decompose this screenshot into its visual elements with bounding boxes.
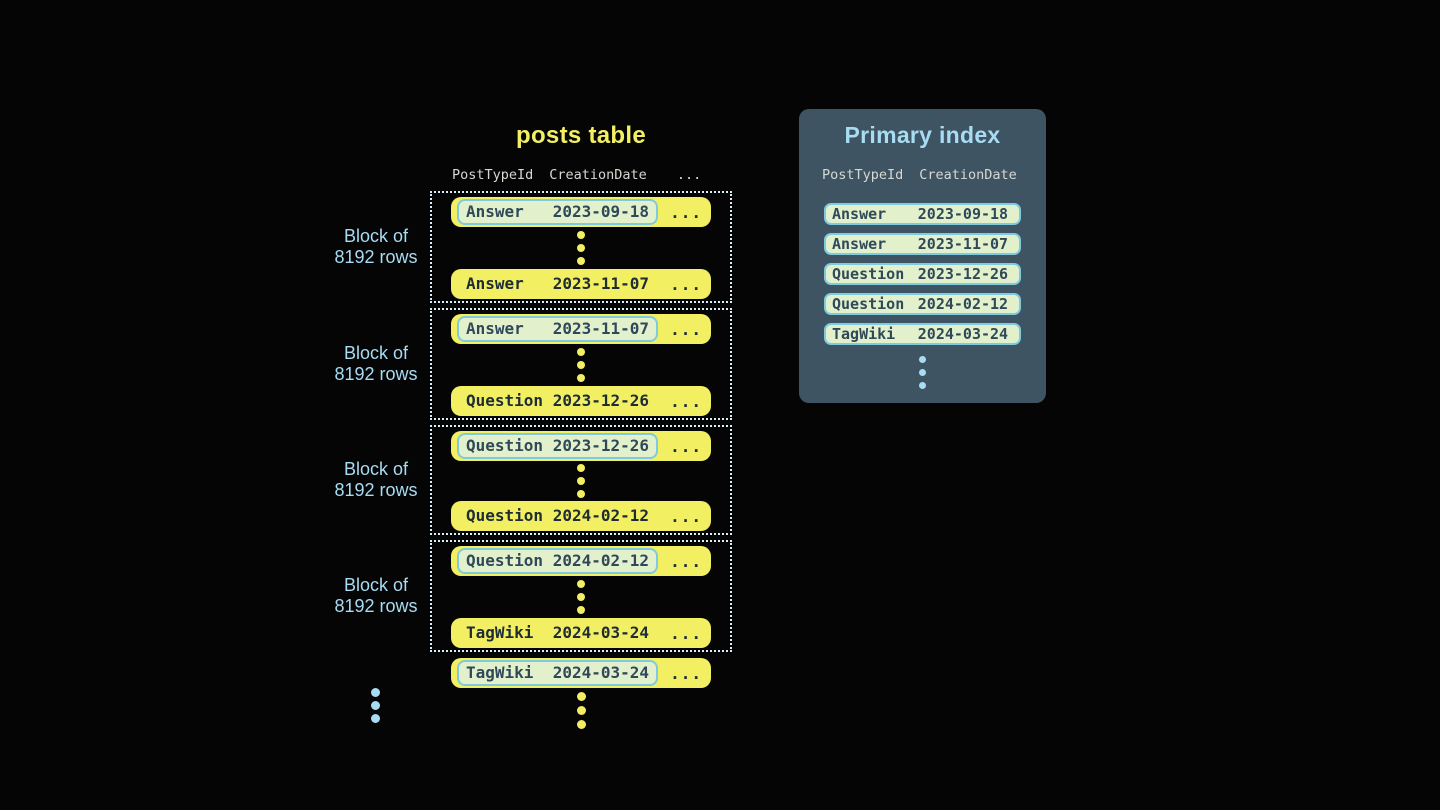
index-posttypeid: Answer — [832, 235, 887, 253]
row-block-4: Question 2024-02-12 ... TagWiki 2024-03-24… — [430, 540, 732, 652]
index-creationdate: 2024-02-12 — [917, 295, 1009, 313]
block-label-2: Block of 8192 rows — [306, 308, 446, 420]
hidden-rows-dots-icon — [577, 580, 585, 614]
column-header-creationdate: CreationDate — [549, 167, 647, 183]
index-entry: Question 2023-12-26 — [824, 263, 1021, 285]
row-posttypeid: Question — [466, 506, 544, 525]
block-label-4: Block of 8192 rows — [306, 540, 446, 652]
primary-index-panel: Primary index PostTypeId CreationDate An… — [799, 109, 1046, 403]
row-ellipsis: ... — [670, 663, 702, 683]
indexed-key-highlight: TagWiki 2024-03-24 — [457, 660, 659, 686]
table-row: Answer 2023-09-18 ... — [451, 197, 711, 227]
row-ellipsis: ... — [670, 202, 702, 222]
block-label-line2: 8192 rows — [334, 364, 418, 384]
row-creationdate: 2023-09-18 — [552, 202, 650, 221]
table-row: Question 2024-02-12 ... — [451, 546, 711, 576]
table-row-next-block: TagWiki 2024-03-24 ... — [451, 658, 711, 688]
index-creationdate: 2023-12-26 — [917, 265, 1009, 283]
index-posttypeid: Question — [832, 265, 905, 283]
block-label-line2: 8192 rows — [334, 480, 418, 500]
block-label-line1: Block of — [343, 575, 409, 595]
block-label-line2: 8192 rows — [334, 596, 418, 616]
row-block-2: Answer 2023-11-07 ... Question 2023-12-26 … — [430, 308, 732, 420]
row-posttypeid: TagWiki — [466, 623, 534, 642]
hidden-rows-dots-icon — [577, 348, 585, 382]
row-ellipsis: ... — [670, 391, 702, 411]
index-entry: Answer 2023-09-18 — [824, 203, 1021, 225]
row-creationdate: 2024-02-12 — [552, 506, 650, 525]
table-row: Question 2024-02-12 ... — [451, 501, 711, 531]
hidden-rows-dots-icon — [577, 464, 585, 498]
table-row: Question 2023-12-26 ... — [451, 431, 711, 461]
row-creationdate: 2024-03-24 — [552, 623, 650, 642]
index-header-posttypeid: PostTypeId — [822, 167, 904, 183]
index-posttypeid: TagWiki — [832, 325, 896, 343]
row-posttypeid: Question — [466, 391, 544, 410]
column-header-posttypeid: PostTypeId — [452, 167, 534, 183]
primary-index-column-headers: PostTypeId CreationDate — [822, 167, 1017, 183]
row-ellipsis: ... — [670, 319, 702, 339]
block-label-line1: Block of — [343, 226, 409, 246]
row-posttypeid: Answer — [466, 319, 524, 338]
row-posttypeid: Answer — [466, 274, 524, 293]
row-creationdate: 2023-12-26 — [552, 436, 650, 455]
primary-index-title: Primary index — [844, 122, 1001, 148]
more-rows-dots-icon — [577, 692, 586, 729]
index-entry: Question 2024-02-12 — [824, 293, 1021, 315]
more-blocks-dots-icon — [371, 688, 380, 723]
block-label-line1: Block of — [343, 459, 409, 479]
index-entry: Answer 2023-11-07 — [824, 233, 1021, 255]
index-creationdate: 2023-11-07 — [917, 235, 1009, 253]
row-creationdate: 2023-12-26 — [552, 391, 650, 410]
index-entry: TagWiki 2024-03-24 — [824, 323, 1021, 345]
row-key: Answer 2023-11-07 — [457, 271, 658, 297]
row-ellipsis: ... — [670, 274, 702, 294]
row-ellipsis: ... — [670, 551, 702, 571]
row-block-3: Question 2023-12-26 ... Question 2024-02-1… — [430, 425, 732, 535]
posts-table-title: posts table — [516, 122, 646, 149]
index-posttypeid: Answer — [832, 205, 887, 223]
column-header-more: ... — [676, 167, 702, 183]
block-label-3: Block of 8192 rows — [306, 425, 446, 535]
indexed-key-highlight: Question 2024-02-12 — [457, 548, 659, 574]
row-ellipsis: ... — [670, 623, 702, 643]
index-creationdate: 2024-03-24 — [917, 325, 1009, 343]
row-creationdate: 2023-11-07 — [552, 274, 650, 293]
block-label-1: Block of 8192 rows — [306, 191, 446, 303]
indexed-key-highlight: Question 2023-12-26 — [457, 433, 659, 459]
row-creationdate: 2024-02-12 — [552, 551, 650, 570]
table-row: Question 2023-12-26 ... — [451, 386, 711, 416]
posts-table-column-headers: PostTypeId CreationDate ... — [452, 167, 701, 183]
hidden-rows-dots-icon — [577, 231, 585, 265]
indexed-key-highlight: Answer 2023-09-18 — [457, 199, 659, 225]
index-creationdate: 2023-09-18 — [917, 205, 1009, 223]
row-key: Question 2023-12-26 — [457, 388, 658, 414]
index-posttypeid: Question — [832, 295, 905, 313]
row-creationdate: 2023-11-07 — [552, 319, 650, 338]
row-ellipsis: ... — [670, 436, 702, 456]
table-row: Answer 2023-11-07 ... — [451, 269, 711, 299]
row-creationdate: 2024-03-24 — [552, 663, 650, 682]
row-key: TagWiki 2024-03-24 — [457, 620, 658, 646]
table-row: Answer 2023-11-07 ... — [451, 314, 711, 344]
index-header-creationdate: CreationDate — [919, 167, 1017, 183]
indexed-key-highlight: Answer 2023-11-07 — [457, 316, 659, 342]
row-posttypeid: Question — [466, 436, 544, 455]
row-key: Question 2024-02-12 — [457, 503, 658, 529]
block-label-line1: Block of — [343, 343, 409, 363]
row-block-1: Answer 2023-09-18 ... Answer 2023-11-07 ..… — [430, 191, 732, 303]
table-row: TagWiki 2024-03-24 ... — [451, 618, 711, 648]
row-posttypeid: Question — [466, 551, 544, 570]
row-posttypeid: TagWiki — [466, 663, 534, 682]
row-posttypeid: Answer — [466, 202, 524, 221]
block-label-line2: 8192 rows — [334, 247, 418, 267]
row-ellipsis: ... — [670, 506, 702, 526]
more-index-entries-dots-icon — [919, 356, 926, 389]
